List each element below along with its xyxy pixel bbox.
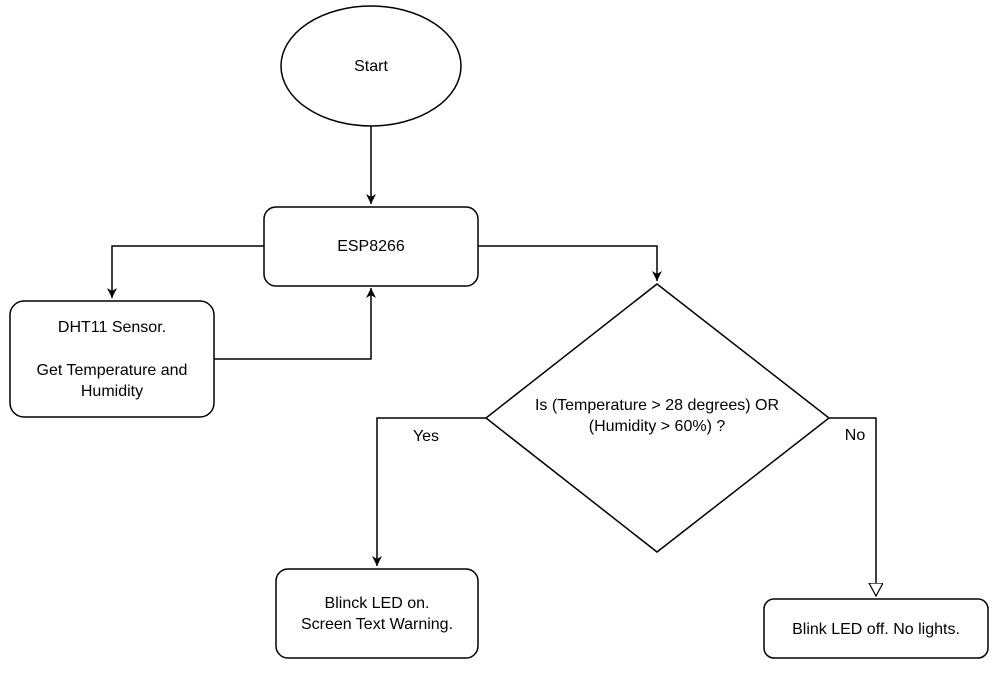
no-label: No bbox=[845, 427, 866, 444]
start-node: Start bbox=[280, 5, 462, 127]
no-action-node: Blink LED off. No lights. bbox=[763, 598, 989, 659]
yes-action-line2: Screen Text Warning. bbox=[301, 616, 453, 633]
esp8266-label: ESP8266 bbox=[337, 238, 405, 255]
yes-action-line1: Blinck LED on. bbox=[325, 595, 430, 612]
decision-node: Is (Temperature > 28 degrees) OR (Humidi… bbox=[484, 283, 831, 553]
sensor-label-line2: Get Temperature and bbox=[37, 362, 188, 379]
connectors bbox=[107, 126, 876, 596]
decision-label-line1: Is (Temperature > 28 degrees) OR bbox=[535, 397, 779, 414]
decision-label-line2: (Humidity > 60%) ? bbox=[589, 418, 726, 435]
edge-esp-to-sensor bbox=[107, 245, 264, 298]
esp8266-node: ESP8266 bbox=[263, 206, 479, 287]
sensor-label-line1: DHT11 Sensor. bbox=[58, 319, 166, 336]
edge-sensor-to-esp bbox=[214, 288, 376, 360]
yes-action-node: Blinck LED on. Screen Text Warning. bbox=[275, 568, 479, 659]
edge-decision-yes bbox=[372, 417, 486, 566]
sensor-label-line3: Humidity bbox=[81, 383, 143, 400]
sensor-node: DHT11 Sensor. Get Temperature and Humidi… bbox=[9, 300, 215, 418]
edge-decision-no bbox=[829, 417, 876, 596]
no-action-label: Blink LED off. No lights. bbox=[792, 621, 960, 638]
yes-label: Yes bbox=[413, 428, 439, 445]
start-label: Start bbox=[354, 58, 388, 75]
edge-esp-to-decision bbox=[478, 245, 662, 281]
